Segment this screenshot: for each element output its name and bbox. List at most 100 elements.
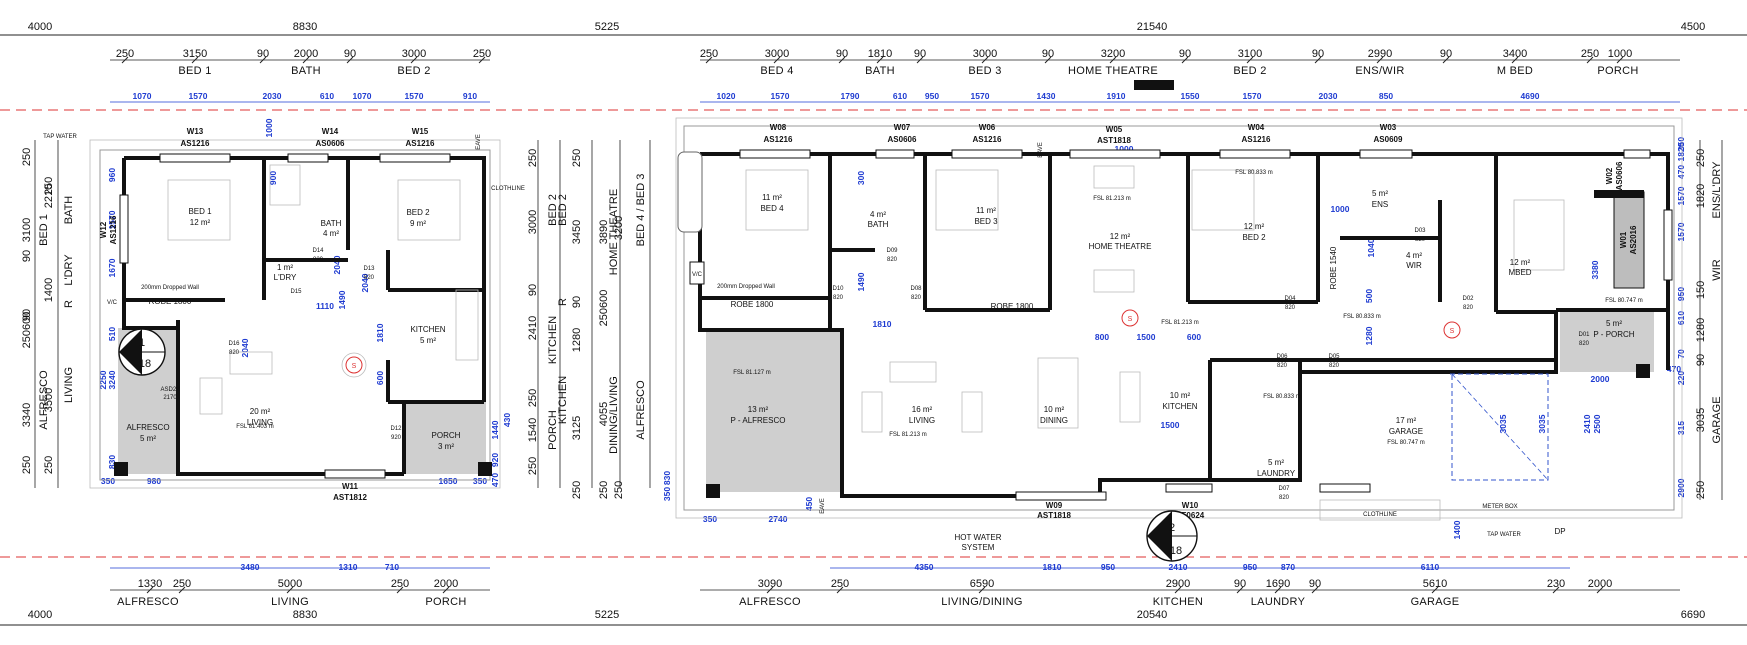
- vertical-dimension: 250: [21, 456, 33, 474]
- blue-dimension: 3240: [107, 370, 117, 389]
- vc-label: V/C: [107, 300, 118, 306]
- vertical-dimension: 4055: [598, 402, 610, 426]
- dimension-value: 90: [344, 48, 356, 60]
- blue-dimension: 1310: [339, 562, 358, 572]
- door-label: 820: [1285, 305, 1296, 311]
- dimension-tick: [1586, 56, 1594, 64]
- right-furniture: [745, 165, 1565, 521]
- dimension-tick: [1552, 586, 1560, 594]
- blue-dimension: 1570: [107, 210, 117, 229]
- vertical-dimension: 250: [571, 149, 583, 167]
- door-label: D12: [390, 426, 402, 432]
- blue-dimension: 1570: [405, 91, 424, 101]
- dimension-value: 3150: [183, 48, 207, 60]
- blue-dimension: 830: [662, 471, 672, 485]
- blue-dimension: 1280: [1364, 326, 1374, 345]
- outer-bottom-dim: 8830: [293, 609, 317, 621]
- window-id: W04: [1248, 123, 1265, 132]
- door-label: D14: [312, 248, 324, 254]
- room-name: BED 1: [188, 207, 212, 216]
- blue-dimension: 1490: [337, 290, 347, 309]
- dimension-value: 250: [391, 578, 409, 590]
- room-area: 20 m²: [250, 407, 271, 416]
- vertical-dimension: 3100: [21, 218, 33, 242]
- dimension-value: 2990: [1368, 48, 1392, 60]
- zone-label: ENS/WIR: [1355, 65, 1404, 77]
- zone-label: LIVING: [271, 596, 309, 608]
- window-id: W03: [1380, 123, 1397, 132]
- vc-label: V/C: [692, 272, 703, 278]
- blue-dimension: 350: [101, 476, 115, 486]
- dimension-value: 2000: [1588, 578, 1612, 590]
- vertical-dimension: 250600: [598, 290, 610, 327]
- dimension-tick: [191, 56, 199, 64]
- blue-dimension: 2000: [1591, 374, 1610, 384]
- vertical-dimension: 250: [1695, 149, 1707, 167]
- sliding-door-type: 2170: [163, 395, 177, 401]
- vertical-zone-label: R: [63, 300, 75, 308]
- dimension-tick: [705, 56, 713, 64]
- blue-dimension: 300: [856, 171, 866, 185]
- door-label: 820: [364, 275, 375, 281]
- dimension-value: 90: [1312, 48, 1324, 60]
- left-site-line: [89, 139, 501, 489]
- zone-label: GARAGE: [1411, 596, 1460, 608]
- vertical-zone-label: ALFRESCO: [635, 380, 647, 440]
- door-label: D01: [1578, 332, 1590, 338]
- dimension-value: 5000: [278, 578, 302, 590]
- dimension-lines: [10, 34, 1740, 626]
- door-label: 820: [1279, 495, 1290, 501]
- vertical-zone-label: DINING/LIVING: [608, 376, 620, 454]
- blue-dimension: 710: [385, 562, 399, 572]
- vertical-dimension: 3125: [571, 416, 583, 440]
- vertical-dimension: 250: [1695, 481, 1707, 499]
- hws-label: SYSTEM: [962, 543, 995, 552]
- left-post: [114, 462, 128, 476]
- vertical-dimension: 150: [1695, 281, 1707, 299]
- dimension-value: 250: [116, 48, 134, 60]
- window-id: W08: [770, 123, 787, 132]
- window-type: AS0606: [316, 139, 345, 148]
- dimension-tick: [1246, 56, 1254, 64]
- window-type: AS1216: [406, 139, 435, 148]
- outer-top-dim: 4500: [1681, 21, 1705, 33]
- dimension-value: 1810: [868, 48, 892, 60]
- zone-label: ALFRESCO: [739, 596, 801, 608]
- left-eave-line: [99, 149, 491, 481]
- blue-dimension: 350: [662, 487, 672, 501]
- vertical-dimension: 250: [527, 389, 539, 407]
- blue-dimension: 1000: [1115, 144, 1134, 154]
- vertical-zone-label: ALFRESCO: [38, 370, 50, 430]
- blue-dimension: 610: [1676, 311, 1686, 325]
- blue-dimension: 950: [1243, 562, 1257, 572]
- dimension-tick: [442, 586, 450, 594]
- room-name: LAUNDRY: [1257, 469, 1296, 478]
- door-label: 820: [1277, 363, 1288, 369]
- dimension-tick: [478, 56, 486, 64]
- outer-bottom-dim: 5225: [595, 609, 619, 621]
- dimension-tick: [259, 56, 267, 64]
- room-name: P - ALFRESCO: [731, 416, 786, 425]
- vertical-dimension: 250: [571, 481, 583, 499]
- blue-dimension: 1670: [107, 258, 117, 277]
- window-type: AS1216: [764, 135, 793, 144]
- room-area: 16 m²: [912, 405, 933, 414]
- window-type: AS0606: [888, 135, 917, 144]
- dimension-value: 90: [1234, 578, 1246, 590]
- dimension-tick: [1442, 56, 1450, 64]
- room-name: ENS: [1372, 200, 1388, 209]
- left-furniture: [167, 164, 479, 415]
- smoke-alarm-icon: S: [1128, 316, 1133, 323]
- window-type: AS0606: [1615, 161, 1624, 190]
- window-type: AS1216: [109, 215, 118, 244]
- dimension-tick: [836, 586, 844, 594]
- vertical-dimension: 3200: [613, 216, 625, 240]
- outer-top-dim: 4000: [28, 21, 52, 33]
- blue-dimension: 800: [1095, 332, 1109, 342]
- blue-dimension: 315: [1676, 421, 1686, 435]
- room-name: P - PORCH: [1593, 330, 1634, 339]
- dimension-value: 90: [1440, 48, 1452, 60]
- zone-label: BED 2: [1233, 65, 1266, 77]
- blue-dimension: 430: [502, 413, 512, 427]
- vertical-dimension: 1400: [43, 278, 55, 302]
